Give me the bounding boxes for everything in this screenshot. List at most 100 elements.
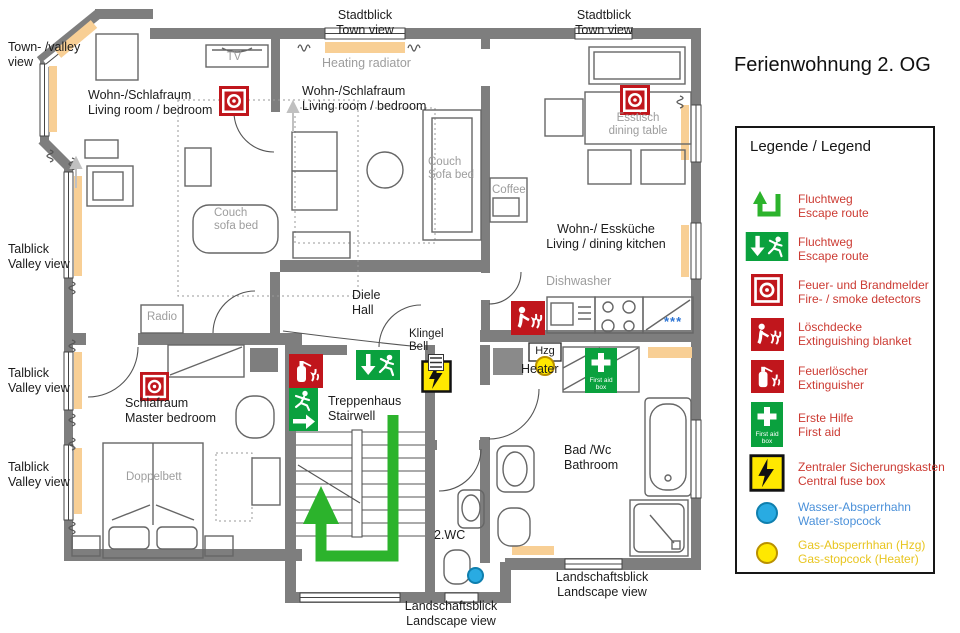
escape-route-sign-icon (289, 388, 318, 431)
smoke-detector-icon (751, 274, 783, 306)
furniture-label-radio: Radio (146, 311, 178, 323)
shower (629, 499, 689, 557)
bath-toilet (497, 507, 531, 547)
dresser (251, 457, 281, 506)
chair2 (587, 149, 632, 185)
nightstand2 (204, 535, 234, 557)
armchair2 (86, 165, 134, 207)
furniture-label-tv: TV (226, 51, 242, 63)
chair (544, 98, 584, 137)
room-label-wc: 2.WC (434, 528, 466, 542)
gas-stopcock-icon (756, 542, 778, 564)
first-aid-box-label: First aid (589, 377, 613, 384)
direction-arrows (69, 99, 300, 188)
furniture-label-heating-radiator: Heating radiator (322, 56, 411, 70)
doorbell-icon (428, 354, 444, 371)
heater-label: Heater (521, 362, 559, 376)
first-aid-icon: First aid box (585, 348, 617, 393)
smoke-detector-icon (620, 85, 650, 115)
escape-route-arrow-icon (750, 186, 784, 220)
bedroom-chair (235, 395, 275, 439)
legend-item-gas-stopcock: Gas-Absperrhhan (Hzg)Gas-stopcock (Heate… (798, 538, 926, 566)
bench (588, 46, 686, 85)
smoke-detector-icon (219, 86, 249, 116)
bay-radiator (54, 20, 98, 58)
couch-sofa-bed-2 (422, 109, 482, 241)
armchair (84, 139, 119, 159)
extinguishing-blanket-icon (751, 318, 784, 351)
legend-title: Legende / Legend (750, 138, 871, 155)
side-table (184, 147, 212, 187)
lowboard (292, 231, 351, 259)
radiators (49, 42, 692, 555)
page-title: Ferienwohnung 2. OG (734, 54, 931, 76)
corner-unit (642, 296, 694, 334)
escape-route-path (303, 415, 399, 562)
escape-route-sign-icon (745, 232, 789, 261)
wc-toilet (443, 549, 471, 585)
bathtub (644, 397, 692, 497)
furniture-label-doppelbett: Doppelbett (126, 471, 182, 483)
first-aid-icon: First aid box (751, 402, 783, 447)
escape-route-sign-icon (356, 350, 400, 380)
water-stopcock-icon (756, 502, 778, 524)
furniture-label-coffee: Coffee (492, 184, 526, 196)
stairs (296, 429, 425, 538)
fire-extinguisher-icon (751, 360, 784, 393)
round-table (366, 151, 404, 189)
tv-cabinet (205, 44, 269, 68)
nightstand (71, 535, 101, 557)
water-stopcock-icon (467, 567, 484, 584)
coffee-table (489, 177, 528, 223)
fuse-box-icon (749, 454, 785, 492)
windows (39, 27, 702, 603)
furniture (71, 33, 694, 585)
chair3 (640, 149, 686, 185)
couch-sofa-bed-1 (192, 204, 279, 254)
wc-sink (457, 489, 485, 529)
wardrobe (167, 344, 245, 378)
pillow2 (156, 526, 198, 550)
gas-stopcock-icon (535, 356, 555, 376)
hzg-label: Hzg (535, 345, 555, 357)
doors (87, 111, 540, 492)
tv-set (212, 47, 262, 53)
extinguishing-blanket-icon (511, 301, 545, 335)
bay-table (95, 33, 139, 81)
corner-unit-stars: *** (664, 314, 683, 329)
fire-extinguisher-icon (289, 354, 323, 388)
radio-shelf (140, 304, 184, 334)
smoke-detector-icon (140, 372, 169, 401)
bay-walls (36, 10, 102, 171)
